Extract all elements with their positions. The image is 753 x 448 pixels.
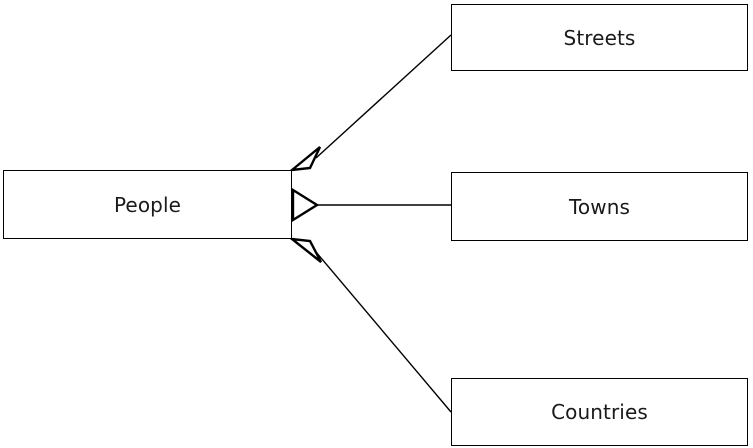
arrowhead-open-triangle-countries bbox=[287, 237, 323, 263]
node-label-towns: Towns bbox=[568, 194, 630, 219]
arrowhead-open-triangle-towns bbox=[291, 187, 320, 223]
node-label-streets: Streets bbox=[563, 25, 636, 50]
node-countries[interactable]: Countries bbox=[451, 378, 748, 446]
node-towns[interactable]: Towns bbox=[451, 172, 748, 241]
node-label-countries: Countries bbox=[551, 400, 648, 424]
node-people[interactable]: People bbox=[3, 170, 292, 239]
arrowhead-open-triangle-streets bbox=[288, 146, 322, 172]
edge-line-people-streets bbox=[315, 34, 452, 159]
edge-people-towns[interactable] bbox=[291, 187, 451, 223]
edge-people-streets[interactable] bbox=[288, 34, 452, 172]
edge-people-countries[interactable] bbox=[287, 237, 452, 413]
node-streets[interactable]: Streets bbox=[451, 4, 748, 71]
node-label-people: People bbox=[113, 192, 182, 217]
edge-line-people-countries bbox=[315, 251, 452, 413]
